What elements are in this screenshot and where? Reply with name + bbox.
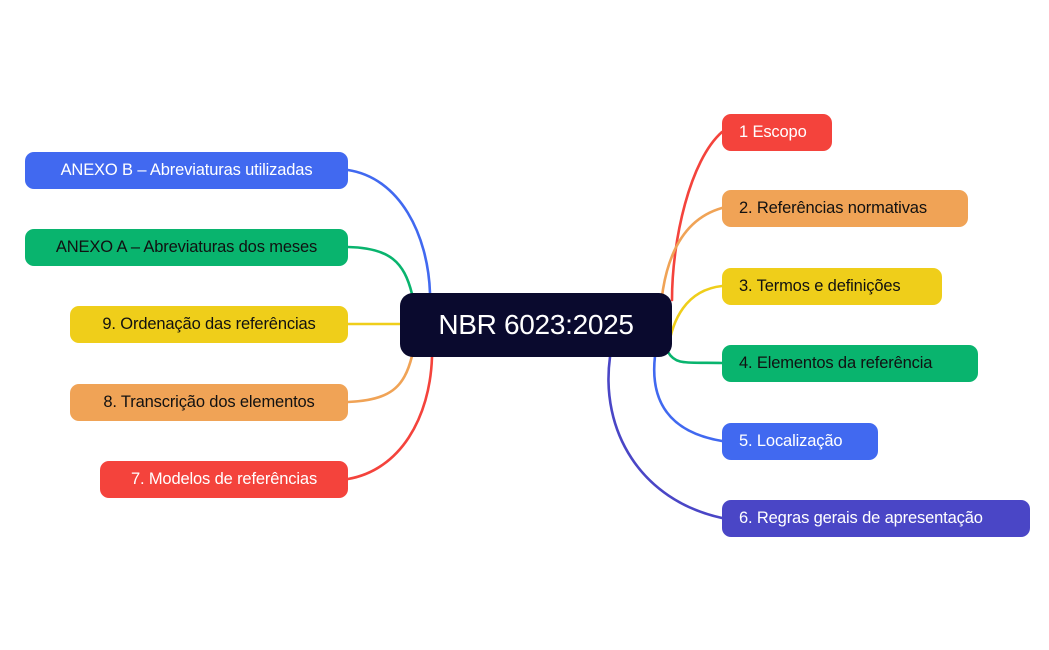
topic-6-regras-gerais-de-apresentacao[interactable]: 6. Regras gerais de apresentação	[722, 500, 1030, 537]
topic-anexo-a-abreviaturas-dos-meses[interactable]: ANEXO A – Abreviaturas dos meses	[25, 229, 348, 266]
topic-label: 5. Localização	[739, 432, 843, 450]
topic-2-referencias-normativas[interactable]: 2. Referências normativas	[722, 190, 968, 227]
connector-left-5	[346, 355, 434, 481]
connector-left-4	[346, 354, 414, 404]
topic-anexo-b-abreviaturas-utilizadas[interactable]: ANEXO B – Abreviaturas utilizadas	[25, 152, 348, 189]
topic-label: 8. Transcrição dos elementos	[103, 393, 315, 411]
topic-label: ANEXO B – Abreviaturas utilizadas	[60, 161, 313, 179]
topic-8-transcricao-dos-elementos[interactable]: 8. Transcrição dos elementos	[70, 384, 348, 421]
topic-label: 9. Ordenação das referências	[102, 315, 316, 333]
central-topic-label: NBR 6023:2025	[438, 309, 634, 340]
central-topic[interactable]: NBR 6023:2025	[400, 293, 672, 357]
topic-label: ANEXO A – Abreviaturas dos meses	[55, 238, 318, 256]
connector-right-4	[666, 350, 724, 365]
connector-left-1	[346, 168, 432, 295]
topic-label: 3. Termos e definições	[739, 277, 901, 295]
connector-right-6	[607, 355, 724, 520]
topic-1-escopo[interactable]: 1 Escopo	[722, 114, 832, 151]
topic-7-modelos-de-referencias[interactable]: 7. Modelos de referências	[100, 461, 348, 498]
topic-label: 2. Referências normativas	[739, 199, 927, 217]
topic-3-termos-e-definicoes[interactable]: 3. Termos e definições	[722, 268, 942, 305]
topic-5-localizacao[interactable]: 5. Localização	[722, 423, 878, 460]
topic-label: 4. Elementos da referência	[739, 354, 933, 372]
topic-9-ordenacao-das-referencias[interactable]: 9. Ordenação das referências	[70, 306, 348, 343]
topic-label: 6. Regras gerais de apresentação	[739, 509, 983, 527]
topic-label: 1 Escopo	[739, 123, 807, 141]
topic-4-elementos-da-referencia[interactable]: 4. Elementos da referência	[722, 345, 978, 382]
connector-left-2	[346, 245, 414, 296]
connector-right-5	[652, 354, 724, 443]
connector-right-1	[670, 130, 724, 302]
topic-label: 7. Modelos de referências	[130, 470, 318, 488]
connector-right-3	[666, 284, 724, 352]
